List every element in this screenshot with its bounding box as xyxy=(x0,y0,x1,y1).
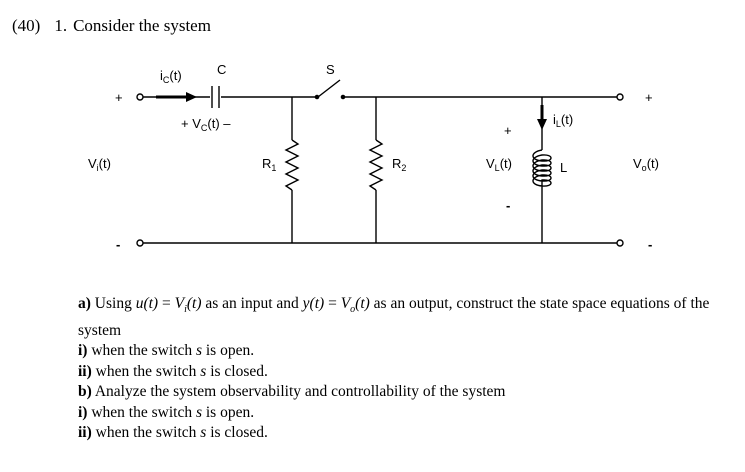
circuit-diagram: iC(t) C + VC(t) – S R1 R2 + VL(t) - iL(t… xyxy=(88,62,659,252)
vo-plus: + xyxy=(645,90,653,105)
ic-label: iC(t) xyxy=(160,68,182,85)
capacitor-label: C xyxy=(217,62,226,77)
question-a: a) Using u(t) = Vi(t) as an input and y(… xyxy=(78,295,710,339)
points-label: (40) xyxy=(12,16,41,35)
vl-plus: + xyxy=(504,123,512,138)
question-a-ii: ii) when the switch s is closed. xyxy=(78,362,268,380)
vl-minus: - xyxy=(506,198,510,213)
r2-resistor xyxy=(368,139,384,191)
inductor-coil xyxy=(532,149,552,190)
il-arrow-icon xyxy=(537,119,547,130)
terminal-out-top xyxy=(616,93,624,101)
il-label: iL(t) xyxy=(553,112,573,129)
inductor-label: L xyxy=(560,160,567,175)
question-a-i: i) when the switch s is open. xyxy=(78,342,255,360)
vi-plus: + xyxy=(115,90,123,105)
ic-arrow-icon xyxy=(186,92,197,102)
question-b: b) Analyze the system observability and … xyxy=(78,383,506,401)
switch-label: S xyxy=(326,62,335,77)
vc-label: + VC(t) – xyxy=(181,116,231,133)
r1-resistor xyxy=(284,139,300,191)
question-b-i: i) when the switch s is open. xyxy=(78,403,255,421)
vi-label: Vi(t) xyxy=(88,156,111,173)
r2-label: R2 xyxy=(392,156,406,173)
switch-contact-left xyxy=(314,94,320,100)
questions: a) Using u(t) = Vi(t) as an input and y(… xyxy=(78,294,718,444)
vo-label: Vo(t) xyxy=(633,156,659,173)
terminal-out-bottom xyxy=(616,239,624,247)
terminal-in-top xyxy=(136,93,144,101)
problem-number: 1. xyxy=(54,16,68,35)
question-b-ii: ii) when the switch s is closed. xyxy=(78,424,268,442)
vi-minus: - xyxy=(116,237,120,252)
r1-label: R1 xyxy=(262,156,276,173)
terminal-in-bottom xyxy=(136,239,144,247)
problem-header: (40) 1. Consider the system xyxy=(12,16,211,36)
switch-contact-right xyxy=(340,94,346,100)
switch-blade xyxy=(317,79,341,98)
problem-title: Consider the system xyxy=(73,16,211,35)
vo-minus: - xyxy=(648,237,652,252)
vl-label: VL(t) xyxy=(486,156,512,173)
